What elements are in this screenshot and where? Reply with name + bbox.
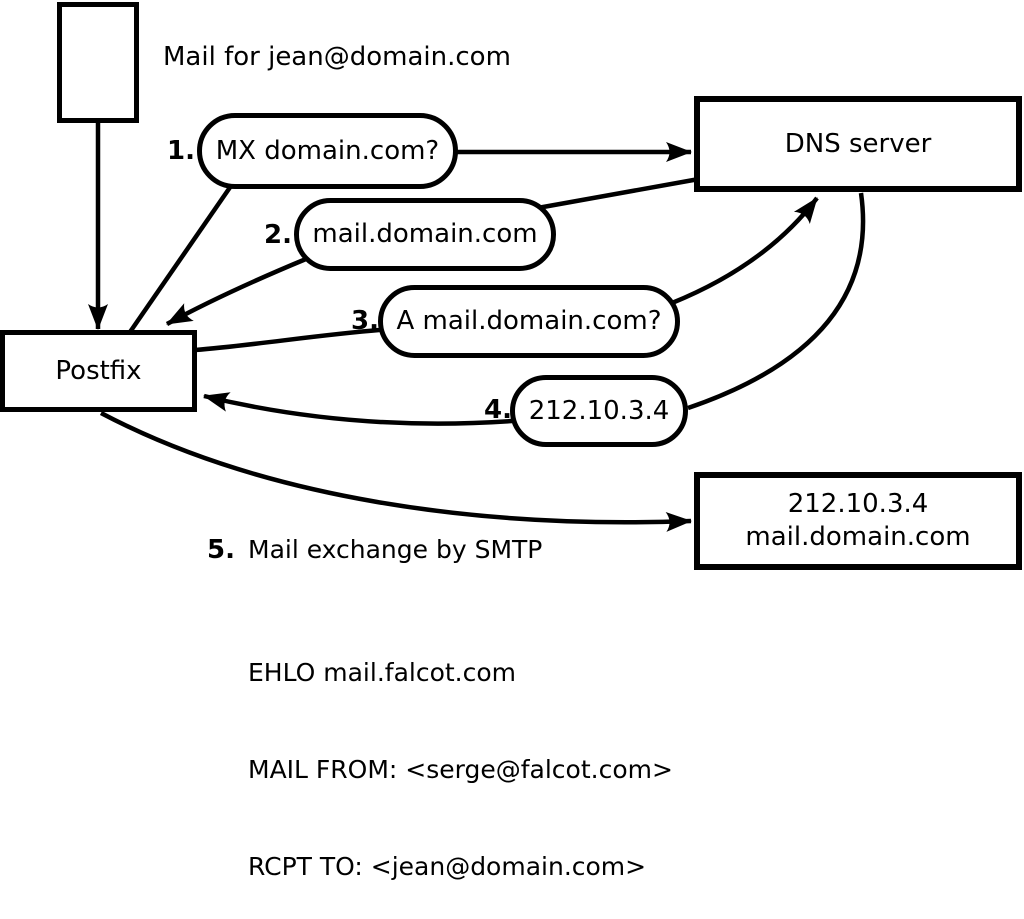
- query-pill-a: A mail.domain.com?: [378, 285, 680, 358]
- answer-pill-ip: 212.10.3.4: [510, 375, 688, 447]
- dns-server-box: DNS server: [694, 96, 1022, 192]
- smtp-session-transcript: EHLO mail.falcot.com MAIL FROM: <serge@f…: [248, 592, 673, 919]
- arrow-query3-to-dns: [671, 196, 819, 306]
- line-dns-to-answer4: [687, 192, 866, 411]
- answer-pill-mx: mail.domain.com: [294, 198, 556, 271]
- smtp-line: EHLO mail.falcot.com: [248, 657, 517, 687]
- line-dns-to-answer2: [531, 176, 700, 212]
- arrow-postfix-to-mailhost: [99, 411, 692, 532]
- line-postfix-to-query1: [128, 181, 235, 334]
- step-5-label: Mail exchange by SMTP: [248, 535, 543, 564]
- postfix-box: Postfix: [0, 330, 197, 412]
- step-number-5: 5.: [207, 535, 235, 565]
- arrow-answer4-to-postfix: [203, 392, 513, 426]
- mail-host-ip: 212.10.3.4: [787, 489, 929, 519]
- mail-host-box: 212.10.3.4 mail.domain.com: [694, 472, 1022, 570]
- smtp-line: RCPT TO: <jean@domain.com>: [248, 852, 647, 882]
- step-number-1: 1.: [167, 136, 195, 166]
- mail-message-box: [57, 2, 139, 123]
- arrow-answer2-to-postfix: [165, 256, 307, 326]
- step-number-4: 4.: [484, 395, 512, 425]
- smtp-line: MAIL FROM: <serge@falcot.com>: [248, 755, 673, 785]
- step-number-3: 3.: [351, 306, 379, 336]
- line-postfix-to-query3: [194, 326, 393, 353]
- mail-for-label: Mail for jean@domain.com: [163, 42, 511, 72]
- mail-host-name: mail.domain.com: [745, 522, 971, 552]
- step-number-2: 2.: [264, 220, 292, 250]
- query-pill-mx: MX domain.com?: [197, 113, 458, 189]
